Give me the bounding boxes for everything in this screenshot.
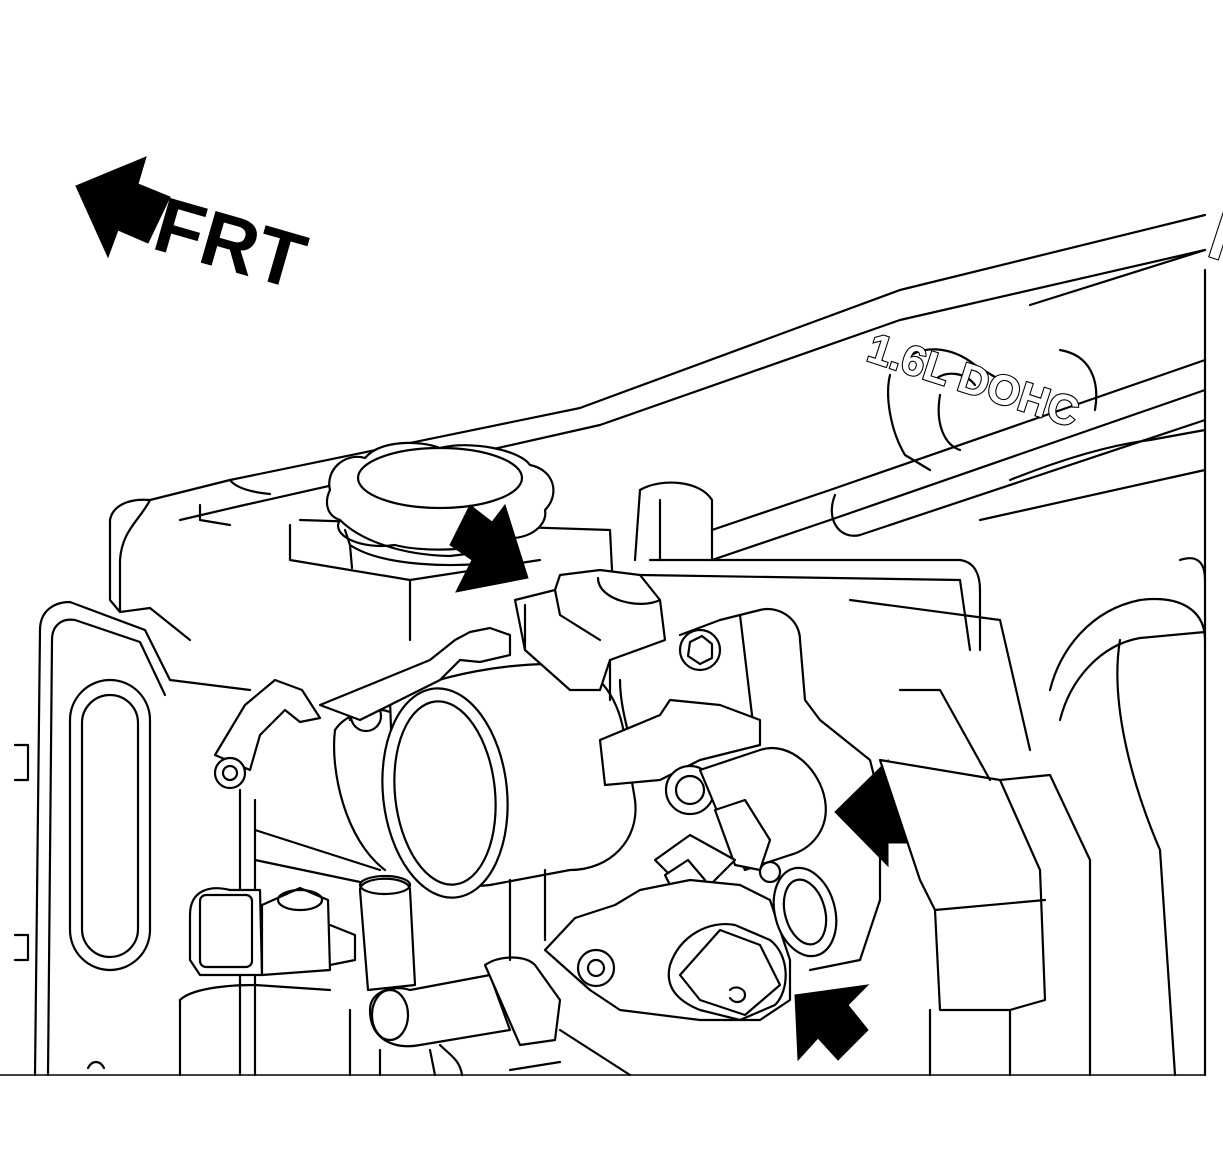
left-bracket [13, 600, 252, 1077]
engine-code-embossing: 1.6L DOHC [862, 324, 1084, 436]
pointer-arrows [449, 503, 911, 1062]
front-arrow-icon [75, 156, 171, 259]
lower-components [178, 868, 632, 1077]
front-direction-label: FRT [145, 180, 315, 306]
front-direction-indicator: FRT [75, 156, 315, 306]
idle-air-control-valve [543, 878, 792, 1022]
intake-manifold [978, 268, 1207, 1077]
oil-filler-cap [325, 441, 555, 570]
arrow-icon-top [449, 503, 529, 593]
arrow-icon-lower [794, 984, 870, 1062]
throttle-mount-flange [772, 598, 1092, 1077]
